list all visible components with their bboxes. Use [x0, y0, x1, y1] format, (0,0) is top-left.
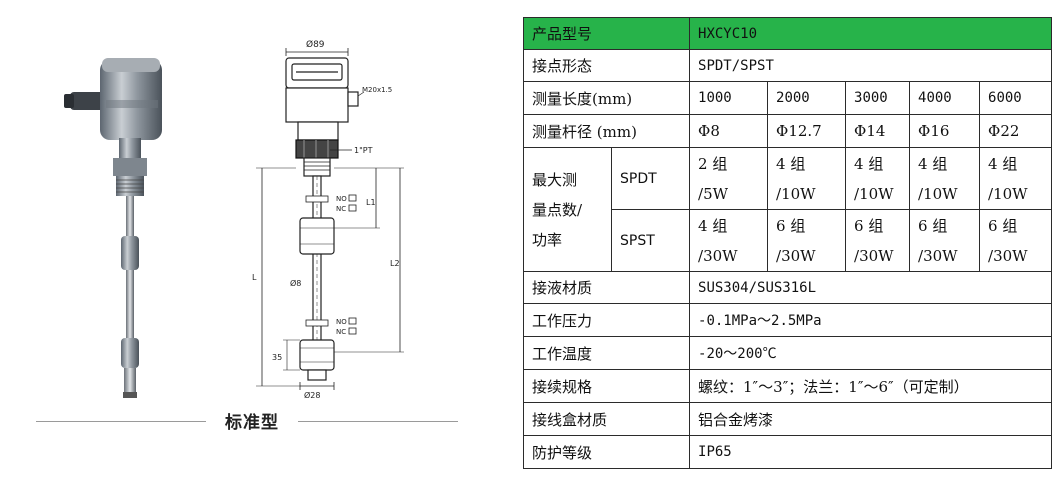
value-connection: 螺纹：1″～3″；法兰：1″～6″（可定制）	[689, 369, 1053, 403]
value-model: HXCYC10	[689, 17, 1053, 50]
cell-spdt: 4 组/10W	[767, 147, 847, 210]
cell-rod-diameter: Φ12.7	[767, 114, 847, 148]
row-temperature: 工作温度 -20～200℃	[522, 336, 1053, 370]
row-wetted-material: 接液材质 SUS304/SUS316L	[522, 271, 1053, 304]
row-length: 测量长度(mm) 1000 2000 3000 4000 6000	[522, 81, 1053, 115]
cell-spdt: 4 组/10W	[979, 147, 1053, 210]
label-housing-material: 接线盒材质	[522, 402, 691, 436]
value-temperature: -20～200℃	[689, 336, 1053, 370]
product-figure: Ø89 M20x1.5 1"PT Ø8 Ø28 35 L1 L2 L NO NC…	[0, 0, 500, 491]
dim-float-diameter: Ø28	[304, 390, 320, 400]
cell-spst: 4 组/30W	[689, 209, 769, 272]
label-temperature: 工作温度	[522, 336, 691, 370]
caption-divider-right	[298, 421, 458, 422]
figure-caption: 标准型	[225, 413, 279, 433]
no-label-upper: NO	[336, 195, 347, 203]
row-spdt: 最大测 量点数/ 功率 SPDT 2 组/5W 4 组/10W 4 组/10W …	[523, 147, 1053, 272]
product-illustration: Ø89 M20x1.5 1"PT Ø8 Ø28 35 L1 L2 L NO NC…	[64, 39, 404, 400]
cell-spdt: 2 组/5W	[689, 147, 769, 210]
label-spst: SPST	[610, 209, 691, 272]
cell-length: 2000	[767, 81, 847, 115]
row-model: 产品型号 HXCYC10	[522, 17, 1053, 50]
label-length: 测量长度(mm)	[522, 81, 691, 115]
value-protection: IP65	[689, 435, 1053, 469]
dim-head-diameter: Ø89	[306, 39, 325, 50]
cell-rod-diameter: Φ16	[909, 114, 981, 148]
cell-length: 1000	[689, 81, 769, 115]
label-connection: 接续规格	[522, 369, 691, 403]
dim-conduit-thread: M20x1.5	[362, 86, 392, 94]
label-wetted-material: 接液材质	[522, 271, 691, 304]
label-max-points-line3: 功率	[532, 230, 563, 249]
float	[121, 236, 139, 270]
probe-rod	[126, 196, 134, 366]
label-max-points-line1: 最大测	[532, 170, 578, 189]
label-protection: 防护等级	[522, 435, 691, 469]
cell-spdt: 4 组/10W	[909, 147, 981, 210]
row-protection: 防护等级 IP65	[522, 435, 1053, 469]
label-max-points-line2: 量点数/	[532, 200, 583, 219]
cell-spst: 6 组/30W	[979, 209, 1053, 272]
row-contact-form: 接点形态 SPDT/SPST	[522, 49, 1053, 82]
dim-process-thread: 1"PT	[354, 146, 373, 155]
nc-label-upper: NC	[336, 205, 346, 213]
label-max-points: 最大测 量点数/ 功率	[523, 147, 612, 272]
dim-l2: L2	[390, 259, 400, 268]
spec-table: 产品型号 HXCYC10 接点形态 SPDT/SPST 测量长度(mm) 100…	[522, 17, 1053, 469]
cable-gland	[70, 92, 104, 110]
float	[121, 338, 139, 368]
cell-rod-diameter: Φ22	[979, 114, 1053, 148]
dim-rod-diameter: Ø8	[290, 278, 301, 288]
row-rod-diameter: 测量杆径 (mm) Φ8 Φ12.7 Φ14 Φ16 Φ22	[522, 114, 1053, 148]
caption-divider-left	[36, 421, 206, 422]
dim-float-height: 35	[272, 353, 282, 362]
cell-rod-diameter: Φ14	[845, 114, 911, 148]
label-model: 产品型号	[522, 17, 691, 50]
row-housing-material: 接线盒材质 铝合金烤漆	[522, 402, 1053, 436]
row-connection: 接续规格 螺纹：1″～3″；法兰：1″～6″（可定制）	[522, 369, 1053, 403]
cell-spst: 6 组/30W	[767, 209, 847, 272]
product-photo	[64, 58, 162, 398]
row-pressure: 工作压力 -0.1MPa～2.5MPa	[522, 303, 1053, 337]
no-label-lower: NO	[336, 318, 347, 326]
value-wetted-material: SUS304/SUS316L	[689, 271, 1053, 304]
label-rod-diameter: 测量杆径 (mm)	[522, 114, 691, 148]
label-contact-form: 接点形态	[522, 49, 691, 82]
row-spst: SPST 4 组/30W 6 组/30W 6 组/30W 6 组/30W 6 组…	[524, 209, 1053, 272]
cell-spdt: 4 组/10W	[845, 147, 911, 210]
dim-l1: L1	[366, 198, 376, 207]
cell-length: 3000	[845, 81, 911, 115]
value-contact-form: SPDT/SPST	[689, 49, 1053, 82]
nc-label-lower: NC	[336, 328, 346, 336]
cell-spst: 6 组/30W	[909, 209, 981, 272]
value-pressure: -0.1MPa～2.5MPa	[689, 303, 1053, 337]
label-spdt: SPDT	[610, 147, 691, 210]
cell-rod-diameter: Φ8	[689, 114, 769, 148]
dim-l: L	[252, 273, 257, 282]
cell-length: 4000	[909, 81, 981, 115]
value-housing-material: 铝合金烤漆	[689, 402, 1053, 436]
cell-length: 6000	[979, 81, 1053, 115]
cell-spst: 6 组/30W	[845, 209, 911, 272]
dimension-drawing	[256, 48, 404, 390]
label-pressure: 工作压力	[522, 303, 691, 337]
